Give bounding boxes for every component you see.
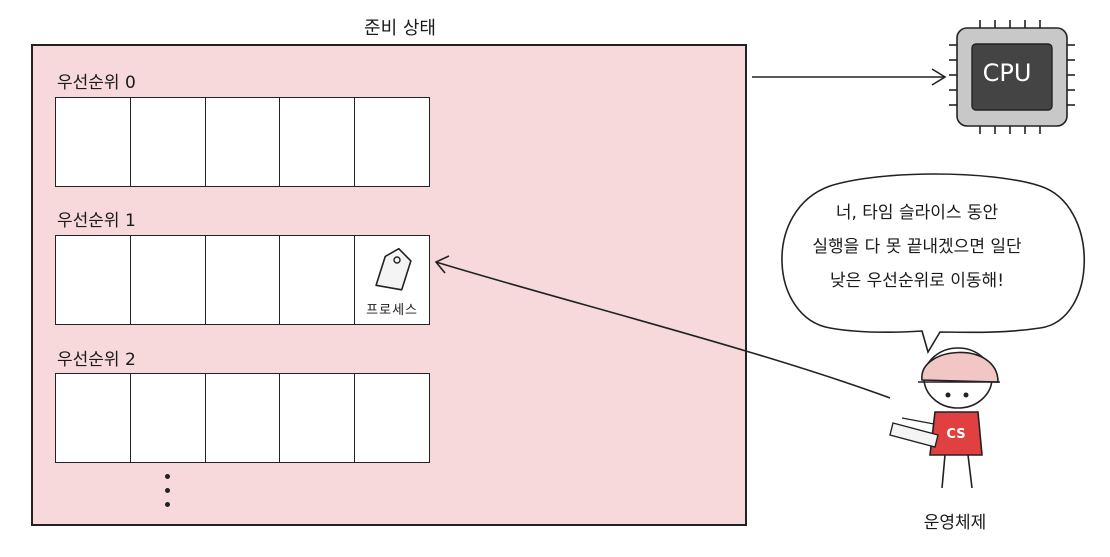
speech-text: 너, 타임 슬라이스 동안 실행을 다 못 끝내겠으면 일단 낮은 우선순위로 …	[772, 196, 1062, 298]
cpu-label: CPU	[982, 59, 1032, 87]
os-label: 운영체제	[923, 513, 987, 533]
queue-slot	[131, 374, 206, 462]
queue-slot-process: 프로세스	[355, 236, 429, 324]
speech-line: 실행을 다 못 끝내겠으면 일단	[812, 237, 1022, 257]
speech-bubble	[781, 173, 1086, 354]
queue-slot	[56, 374, 131, 462]
queue-slot	[280, 374, 356, 462]
queue-label-priority-2: 우선순위 2	[57, 350, 136, 370]
queue-label-priority-0: 우선순위 0	[57, 73, 136, 93]
queue-slot	[280, 236, 356, 324]
queue-row-priority-1: 프로세스	[55, 235, 430, 325]
arrow-icon	[434, 255, 891, 399]
queue-slot	[131, 98, 206, 186]
queue-slot	[131, 236, 206, 324]
arrow-icon	[752, 68, 947, 86]
tag-icon	[375, 247, 412, 291]
ellipsis-icon	[165, 474, 170, 507]
ready-state-title: 준비 상태	[364, 18, 436, 39]
os-character-icon: CS	[889, 347, 1000, 489]
speech-line: 낮은 우선순위로 이동해!	[829, 271, 1005, 291]
queue-row-priority-0	[55, 97, 430, 187]
queue-row-priority-2	[55, 373, 430, 463]
cpu-icon	[949, 20, 1075, 134]
speech-line: 너, 타임 슬라이스 동안	[835, 203, 999, 223]
queue-slot	[206, 236, 281, 324]
queue-slot	[206, 374, 281, 462]
os-badge: CS	[946, 427, 965, 442]
queue-slot	[206, 98, 281, 186]
queue-slot	[280, 98, 356, 186]
queue-slot	[56, 98, 131, 186]
queue-label-priority-1: 우선순위 1	[57, 211, 136, 231]
process-label: 프로세스	[366, 303, 418, 318]
queue-slot	[56, 236, 131, 324]
